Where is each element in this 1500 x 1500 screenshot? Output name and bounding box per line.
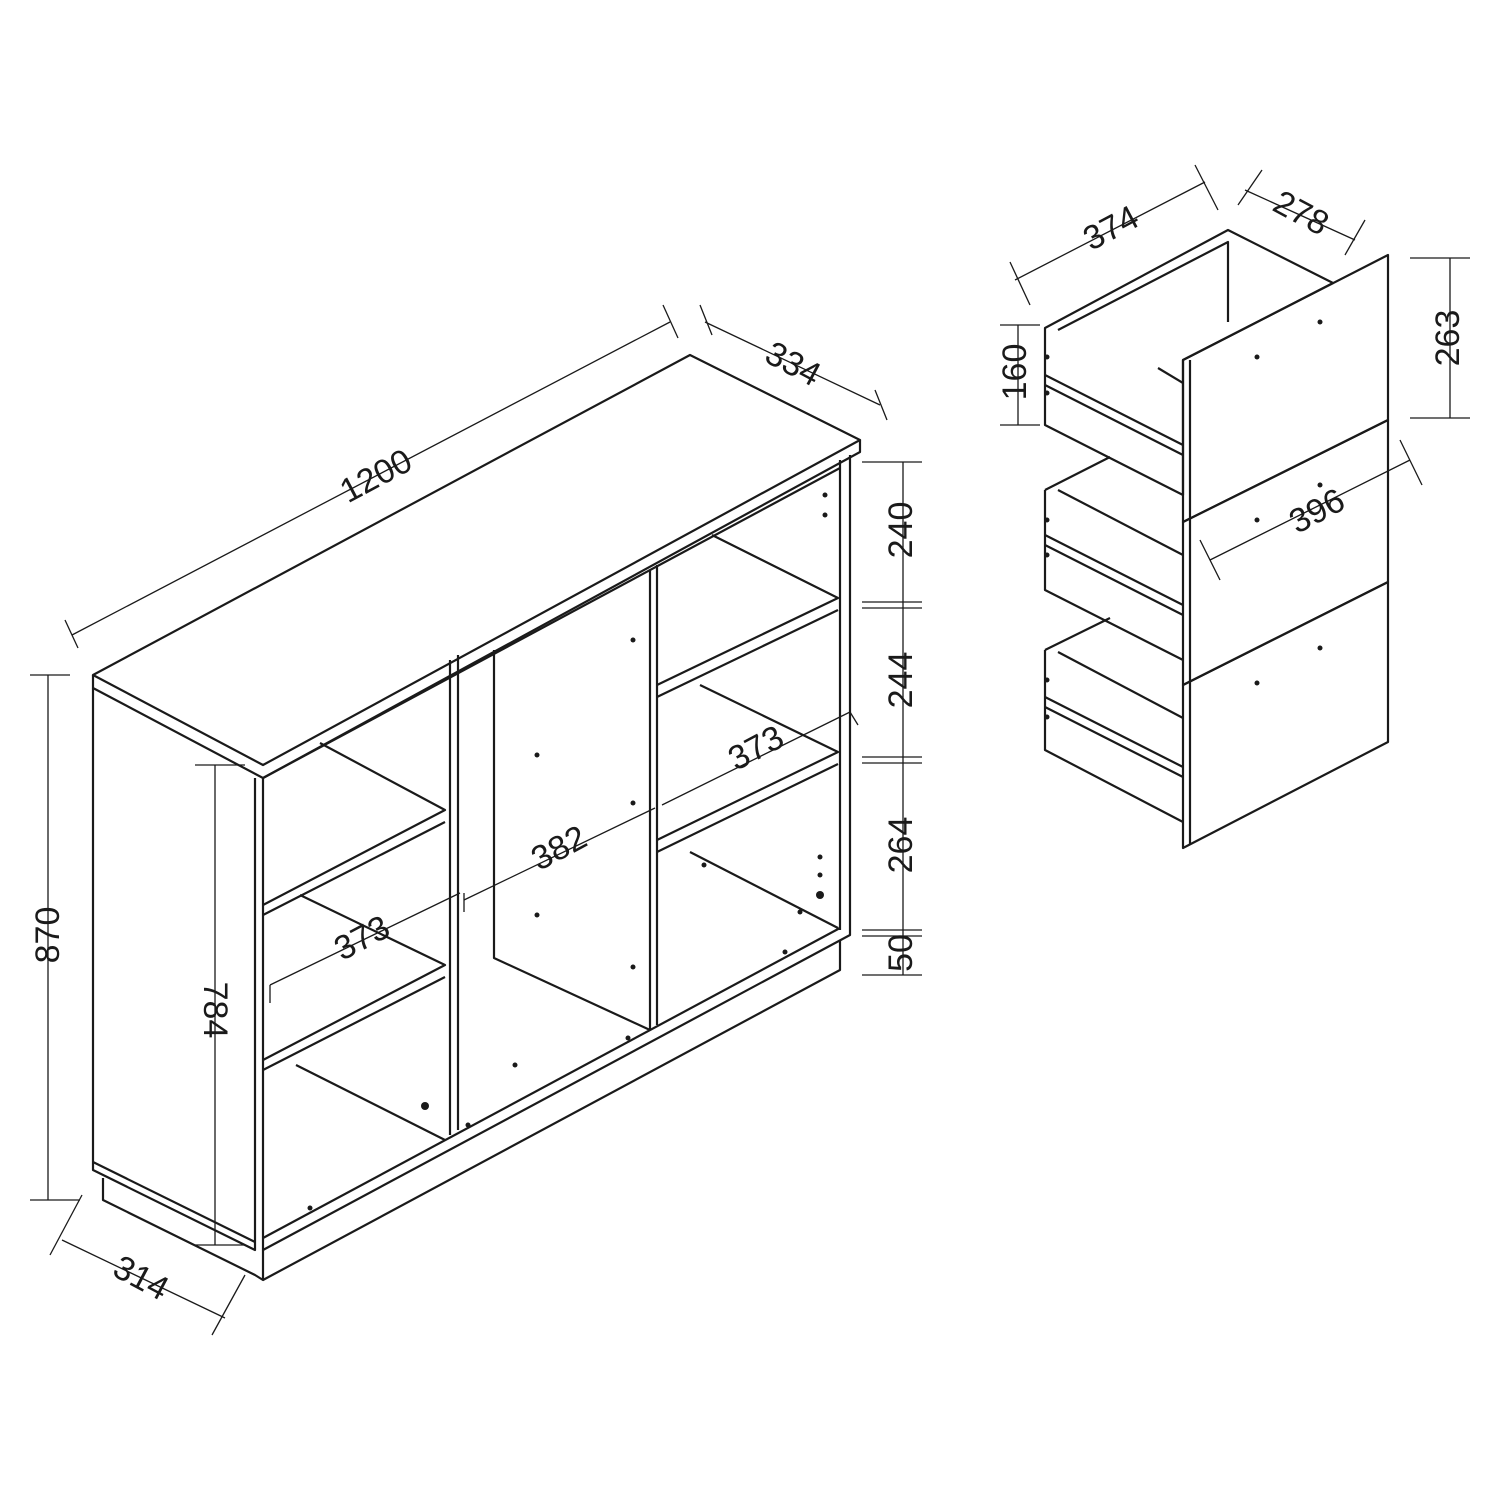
label-height-244: 244 [882, 652, 920, 709]
label-height-264: 264 [882, 817, 920, 874]
cabinet-front-frame [261, 455, 852, 1252]
label-drawer-box-width: 374 [1077, 198, 1145, 258]
drawer-front-bottom [1181, 580, 1390, 850]
cabinet-plinth [101, 940, 842, 1282]
label-height-240: 240 [882, 502, 920, 559]
drawer-front-top [1181, 253, 1390, 524]
dimension-labels: 1200 334 870 784 314 240 244 264 50 373 … [29, 183, 1467, 1308]
label-cabinet-depth-side: 314 [107, 1248, 175, 1308]
label-middle-compartment-width: 382 [525, 818, 593, 878]
label-cabinet-depth-top: 334 [759, 334, 827, 394]
cabinet-top [91, 353, 862, 767]
label-drawer-box-height: 160 [996, 344, 1034, 401]
label-drawer-box-depth: 278 [1267, 183, 1335, 243]
cabinet-hole-dots [307, 492, 828, 1211]
label-cabinet-height: 870 [29, 907, 67, 964]
drawer-dimension-lines [1000, 164, 1470, 581]
cabinet-dimension-lines [30, 304, 922, 1336]
label-left-compartment-width: 373 [328, 908, 396, 968]
cabinet-left-side [91, 688, 257, 1252]
sideboard-cabinet [91, 353, 862, 1282]
label-height-50: 50 [882, 934, 920, 972]
drawer-stack [1043, 228, 1390, 850]
label-cabinet-inner-height: 784 [196, 982, 234, 1039]
label-cabinet-width: 1200 [334, 442, 419, 511]
drawer-front-middle [1181, 418, 1390, 687]
label-right-compartment-width: 373 [722, 718, 790, 778]
label-drawer-front-width: 396 [1283, 481, 1351, 541]
label-drawer-front-height: 263 [1429, 310, 1467, 367]
